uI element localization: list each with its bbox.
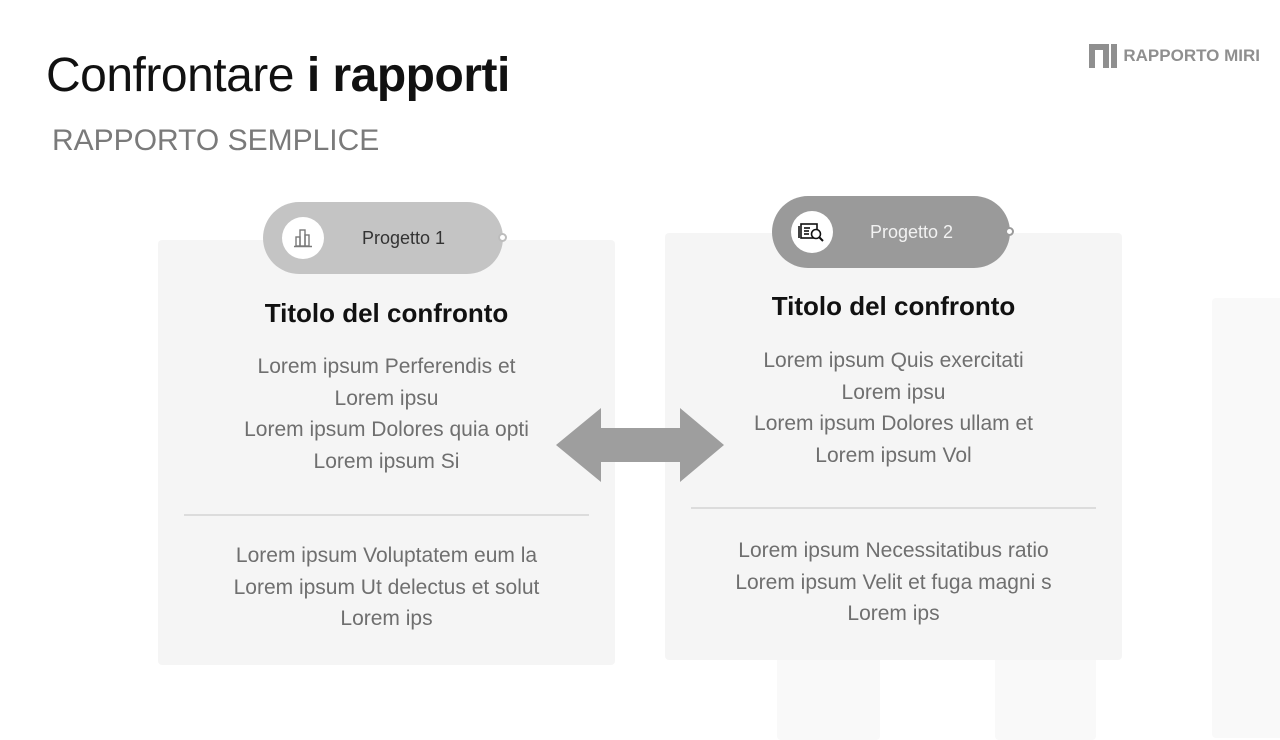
page-title: Confrontare i rapporti (46, 49, 510, 102)
bar-chart-icon (294, 229, 312, 248)
project-1-label: Progetto 1 (361, 227, 446, 248)
text-line: Lorem ipsum Ut delectus et solut (233, 575, 540, 599)
project-1-icon-circle (282, 217, 324, 259)
project-2-pill[interactable]: Progetto 2 (772, 196, 1014, 268)
card-divider (184, 514, 589, 516)
text-line: Lorem ipsu (841, 380, 946, 404)
page-subtitle: RAPPORTO SEMPLICE (52, 124, 380, 157)
comparison-card-2: Titolo del confronto Lorem ipsum Quis ex… (665, 233, 1122, 660)
text-line: Lorem ipsum Velit et fuga magni s (735, 570, 1052, 594)
text-line: Lorem ips (847, 602, 940, 625)
card-top-text: Lorem ipsum Quis exercitati Lorem ipsu L… (665, 345, 1122, 471)
project-2-icon-circle (791, 211, 833, 253)
brand-name: RAPPORTO MIRI (1123, 46, 1260, 65)
text-line: Lorem ipsum Perferendis et (257, 355, 516, 378)
card-divider (691, 507, 1096, 509)
logo-bars-icon (1089, 44, 1118, 68)
card-bottom-text: Lorem ipsum Necessitatibus ratio Lorem i… (665, 535, 1122, 630)
text-line: Lorem ipsum Dolores quia opti (244, 418, 529, 441)
card-title: Titolo del confronto (771, 291, 1016, 321)
project-2-label: Progetto 2 (869, 221, 954, 242)
text-line: Lorem ipsu (334, 386, 439, 410)
card-bottom-text: Lorem ipsum Voluptatem eum la Lorem ipsu… (158, 540, 615, 635)
connector-dot (498, 233, 507, 242)
card-top-text: Lorem ipsum Perferendis et Lorem ipsu Lo… (158, 351, 615, 477)
text-line: Lorem ipsum Dolores ullam et (754, 412, 1033, 435)
connector-dot (1005, 227, 1014, 236)
text-line: Lorem ipsum Si (313, 449, 460, 473)
project-1-pill[interactable]: Progetto 1 (263, 202, 507, 274)
double-arrow-icon (556, 408, 724, 482)
text-line: Lorem ips (340, 607, 433, 630)
brand-logo: RAPPORTO MIRI (1089, 44, 1260, 68)
text-line: Lorem ipsum Voluptatem eum la (235, 544, 538, 567)
text-line: Lorem ipsum Quis exercitati (763, 349, 1024, 372)
text-line: Lorem ipsum Vol (815, 443, 972, 467)
comparison-card-1: Titolo del confronto Lorem ipsum Perfere… (158, 240, 615, 665)
report-search-icon (798, 223, 824, 242)
text-line: Lorem ipsum Necessitatibus ratio (738, 539, 1049, 562)
background-bar (1212, 298, 1280, 738)
card-title: Titolo del confronto (264, 298, 509, 328)
